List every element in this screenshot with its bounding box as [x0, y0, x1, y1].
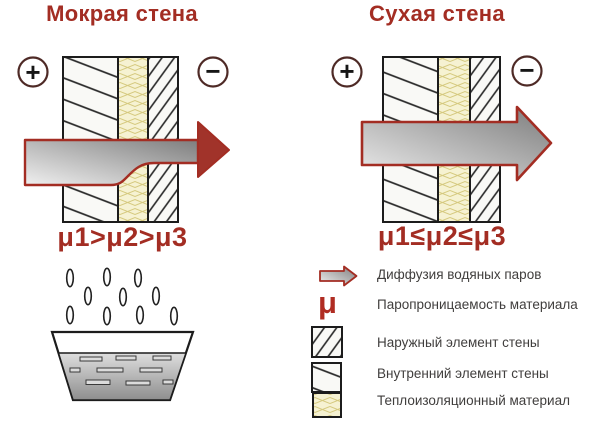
wet-vapor-arrow	[23, 121, 230, 187]
dry-plus-sign: +	[339, 56, 355, 86]
insulation-hatch-icon	[312, 392, 342, 418]
mu-icon: μ	[318, 285, 337, 320]
water-droplet	[118, 287, 128, 307]
dry-vapor-arrow	[360, 105, 553, 182]
water-highlight-dash	[96, 367, 124, 373]
water-highlight-dash	[139, 367, 163, 373]
dry-wall-formula: μ1≤μ2≤μ3	[377, 221, 507, 251]
water-droplet	[65, 268, 75, 288]
wet-wall-title: Мокрая стена	[46, 1, 198, 26]
water-highlight-dash	[85, 379, 111, 385]
dry-plus-circle	[331, 56, 363, 88]
water-highlight-dash	[152, 355, 172, 361]
water-droplet	[102, 306, 112, 326]
legend-label-permeability: Паропроницаемость материала	[377, 297, 578, 312]
water-droplets	[65, 267, 179, 326]
water-highlight-dash	[162, 379, 174, 385]
water-highlight-dash	[69, 367, 81, 373]
water-droplet	[133, 268, 143, 288]
wet-vapor-arrow-head	[197, 121, 230, 178]
wet-wall-formula: μ1>μ2>μ3	[57, 222, 188, 252]
water-droplet	[169, 306, 179, 326]
dry-wall-title: Сухая стена	[369, 1, 505, 26]
water-droplet	[102, 267, 112, 287]
water-highlight-dash	[125, 380, 151, 386]
water-droplet	[135, 305, 145, 325]
diffusion-arrow-icon	[319, 265, 358, 287]
dry-minus-sign: −	[519, 55, 535, 85]
water-tray	[50, 330, 195, 402]
tray-water	[57, 352, 188, 401]
wet-vapor-arrow-body	[23, 138, 200, 187]
wet-minus-circle	[197, 56, 229, 88]
dry-minus-circle	[511, 55, 543, 87]
outer-wall-hatch-icon	[311, 326, 343, 358]
legend-label-insulation: Теплоизоляционный материал	[377, 393, 570, 408]
water-highlight-dash	[115, 355, 137, 361]
legend-label-outer-wall: Наружный элемент стены	[377, 335, 540, 350]
wet-plus-circle	[17, 56, 49, 88]
legend-label-inner-wall: Внутренний элемент стены	[377, 366, 549, 381]
water-highlight-dashes	[69, 355, 174, 386]
water-droplet	[151, 286, 161, 306]
water-droplet	[83, 286, 93, 306]
wet-minus-sign: −	[205, 56, 221, 86]
legend-label-diffusion: Диффузия водяных паров	[377, 267, 542, 282]
legend-icons	[311, 265, 358, 418]
water-highlight-dash	[79, 356, 103, 362]
wet-plus-sign: +	[25, 57, 41, 87]
water-droplet	[65, 305, 75, 325]
inner-wall-hatch-icon	[311, 362, 342, 393]
